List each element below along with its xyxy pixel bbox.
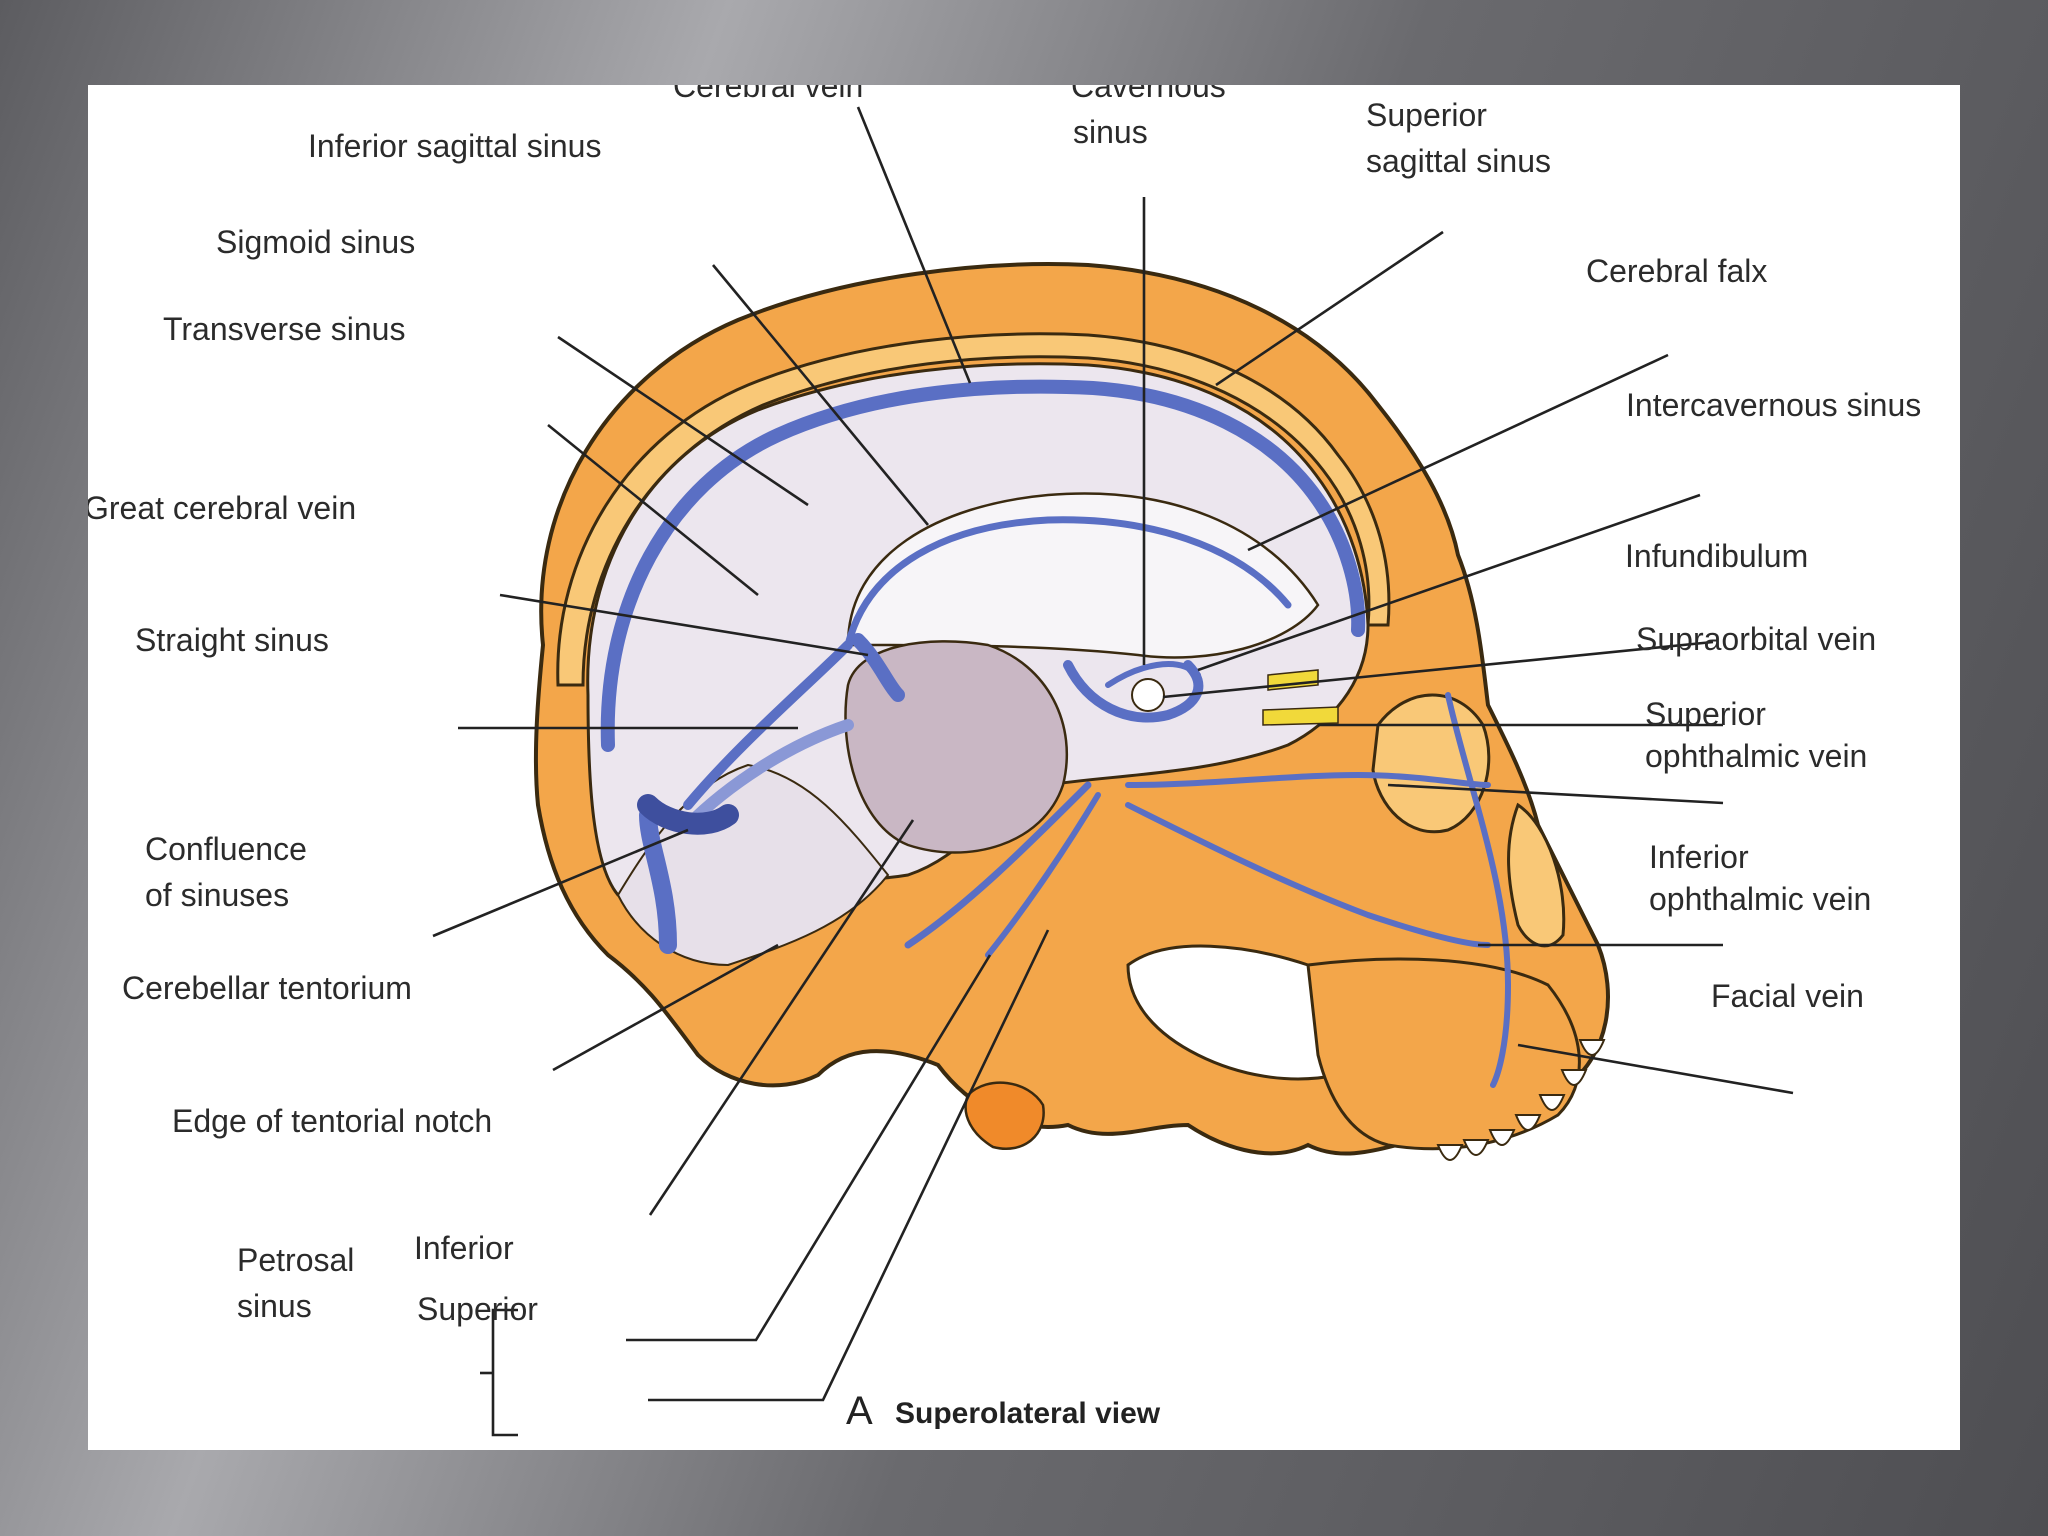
label-intercavernous-sinus: Intercavernous sinus bbox=[1626, 387, 1921, 423]
superior-ophthalmic-vessel bbox=[1125, 771, 1491, 788]
label-petrosal-sinus-line1: Petrosal bbox=[237, 1242, 354, 1278]
label-confluence-line2: of sinuses bbox=[145, 877, 289, 913]
mandible bbox=[1306, 957, 1581, 1151]
intercavernous-vessel bbox=[1105, 661, 1201, 688]
caption-text: Superolateral view bbox=[895, 1397, 1161, 1430]
label-superior-ophthalmic-vein-line2: ophthalmic vein bbox=[1645, 738, 1867, 774]
inferior-petrosal-vessel bbox=[985, 792, 1101, 958]
label-great-cerebral-vein: Great cerebral vein bbox=[88, 490, 356, 526]
label-cerebral-falx: Cerebral falx bbox=[1586, 253, 1767, 289]
superior-sagittal-sinus-vessel bbox=[600, 379, 1366, 752]
sigmoid-sinus-vessel bbox=[682, 719, 854, 831]
label-superior-sagittal-sinus-line2: sagittal sinus bbox=[1366, 143, 1551, 179]
teeth bbox=[1436, 1039, 1606, 1161]
label-inferior-ophthalmic-vein-line2: ophthalmic vein bbox=[1649, 881, 1871, 917]
facial-vein-vessel bbox=[1445, 692, 1512, 1088]
label-transverse-sinus: Transverse sinus bbox=[163, 311, 405, 347]
label-petrosal-sinus-line2: sinus bbox=[237, 1288, 312, 1324]
caption-letter: A bbox=[846, 1389, 873, 1433]
label-cavernous-sinus-line1: Cavernous bbox=[1071, 85, 1226, 104]
great-cerebral-vein-vessel bbox=[851, 633, 905, 702]
confluence-vessel bbox=[637, 794, 739, 835]
label-sigmoid-sinus: Sigmoid sinus bbox=[216, 224, 415, 260]
skull-cut-rim bbox=[556, 332, 1391, 687]
label-petrosal-superior: Superior bbox=[417, 1291, 538, 1327]
inferior-sagittal-sinus-vessel bbox=[844, 516, 1292, 649]
superior-petrosal-vessel bbox=[904, 781, 1092, 949]
diagram-panel: Cerebral vein Cavernous sinus Inferior s… bbox=[88, 85, 1960, 1450]
label-petrosal-inferior: Inferior bbox=[414, 1230, 514, 1266]
straight-sinus-vessel bbox=[683, 640, 853, 810]
mastoid-process bbox=[964, 1081, 1045, 1150]
label-straight-sinus: Straight sinus bbox=[135, 622, 329, 658]
nasal-region bbox=[1507, 802, 1566, 948]
venous-sinuses bbox=[600, 379, 1512, 1088]
skull-venous-sinus-diagram: Cerebral vein Cavernous sinus Inferior s… bbox=[88, 85, 1921, 1437]
supraorbital-nerve-2 bbox=[1262, 706, 1339, 726]
leader-lines bbox=[432, 106, 1794, 1437]
label-cerebral-vein: Cerebral vein bbox=[673, 85, 863, 104]
label-edge-of-tentorial-notch: Edge of tentorial notch bbox=[172, 1103, 492, 1139]
cavernous-sinus-vessel bbox=[1063, 660, 1204, 723]
label-cerebellar-tentorium: Cerebellar tentorium bbox=[122, 970, 412, 1006]
label-supraorbital-vein: Supraorbital vein bbox=[1636, 621, 1876, 657]
label-superior-sagittal-sinus-line1: Superior bbox=[1366, 97, 1487, 133]
label-superior-ophthalmic-vein-line1: Superior bbox=[1645, 696, 1766, 732]
label-infundibulum: Infundibulum bbox=[1625, 538, 1808, 574]
infundibulum-structure bbox=[1131, 678, 1165, 712]
label-inferior-ophthalmic-vein-line1: Inferior bbox=[1649, 839, 1749, 875]
label-inferior-sagittal-sinus: Inferior sagittal sinus bbox=[308, 128, 601, 164]
inferior-ophthalmic-vessel bbox=[1125, 802, 1491, 948]
label-facial-vein: Facial vein bbox=[1711, 978, 1864, 1014]
label-cavernous-sinus-line2: sinus bbox=[1073, 114, 1148, 150]
orbit bbox=[1371, 693, 1491, 834]
transverse-sinus-vessel bbox=[639, 806, 677, 954]
label-confluence-line1: Confluence bbox=[145, 831, 307, 867]
